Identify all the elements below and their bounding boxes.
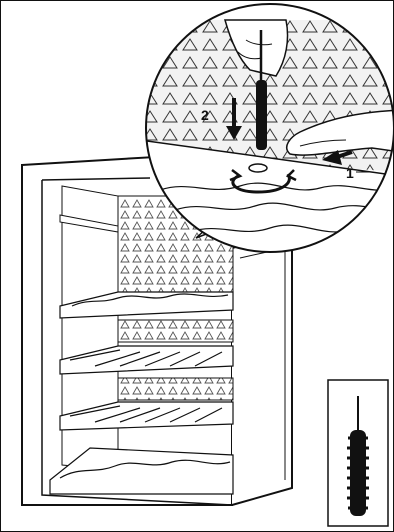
brush-inset (328, 380, 388, 526)
step-2-label: 2 (201, 107, 209, 123)
step-1-label: 1 (346, 165, 354, 181)
